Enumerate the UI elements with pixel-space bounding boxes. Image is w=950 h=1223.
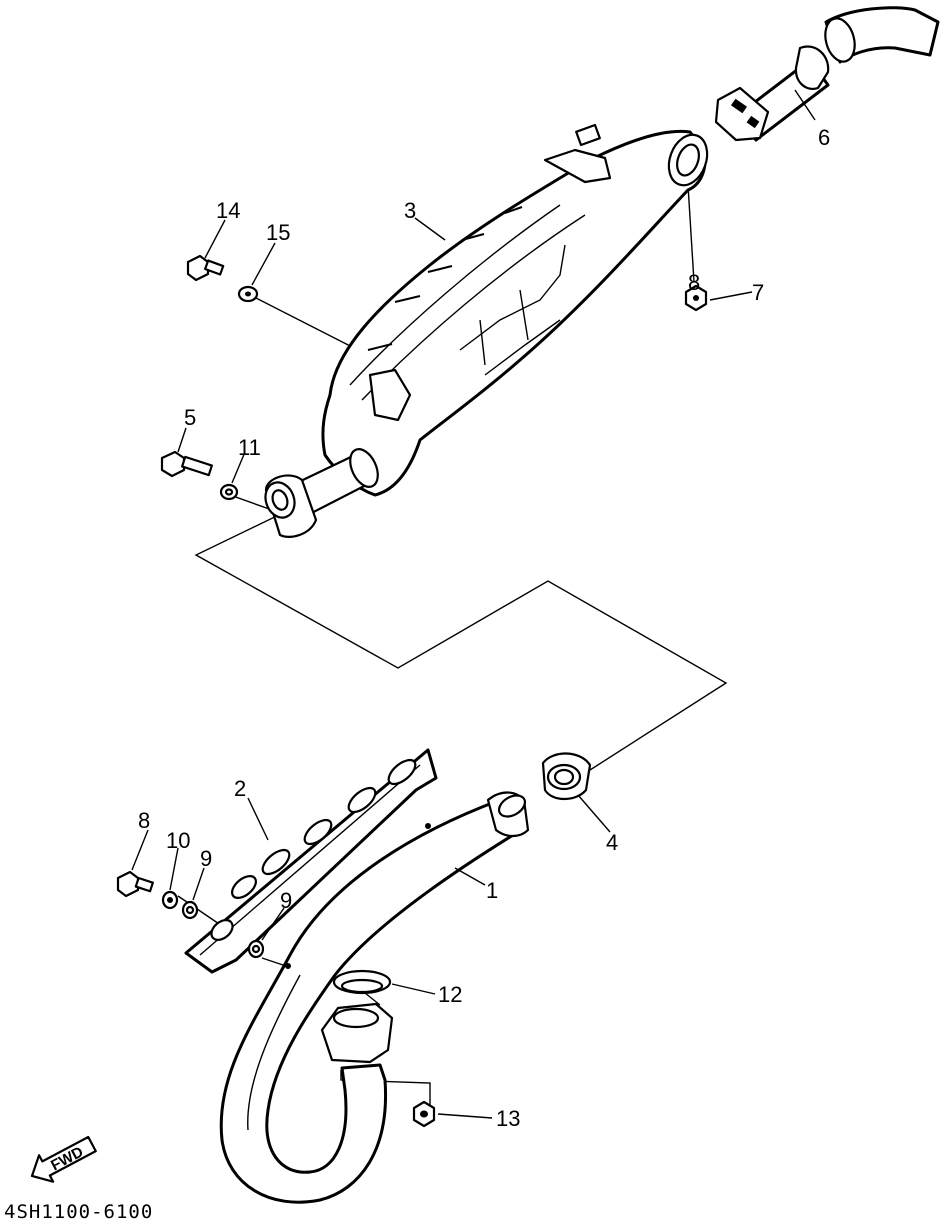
callout-9-lower: 9 [280, 888, 292, 913]
gasket-12 [332, 969, 392, 995]
heat-protector [184, 748, 438, 974]
callout-1: 1 [486, 878, 498, 903]
callout-5: 5 [184, 405, 196, 430]
callout-14: 14 [216, 198, 240, 223]
part-number: 4SH1100-6100 [4, 1201, 153, 1223]
muffler [264, 123, 709, 538]
washer-15 [237, 285, 259, 303]
bolt-5 [160, 450, 213, 478]
fwd-arrow-icon [30, 1135, 97, 1183]
callout-15: 15 [266, 220, 290, 245]
bolt-14 [186, 254, 225, 282]
washer-10 [161, 890, 179, 910]
washer-9b [247, 939, 265, 959]
tail-pipe [714, 6, 940, 142]
callout-8-lower: 8 [138, 808, 150, 833]
callout-11: 11 [238, 435, 261, 460]
nut-13 [412, 1100, 436, 1128]
callout-6: 6 [818, 125, 830, 150]
callout-labels: 1 2 3 4 5 6 7 8 8 9 9 10 11 12 13 14 15 [138, 125, 830, 1131]
callout-7: 7 [752, 280, 764, 305]
callout-8-upper: 8 [688, 270, 700, 295]
callout-12: 12 [438, 982, 462, 1007]
washer-9a [181, 900, 199, 920]
callout-9-upper: 9 [200, 846, 212, 871]
exhaust-flange [320, 1002, 394, 1064]
fwd-arrow: FWD [30, 1135, 97, 1183]
nut-7 [684, 284, 708, 312]
callout-4: 4 [606, 830, 618, 855]
washer-11 [219, 483, 239, 501]
callout-10: 10 [166, 828, 190, 853]
bolt-8 [116, 870, 154, 898]
exhaust-pipe [219, 791, 530, 1204]
callout-3: 3 [404, 198, 416, 223]
leader-lines [131, 89, 816, 1119]
gasket-4 [541, 752, 592, 801]
callout-2: 2 [234, 776, 246, 801]
callout-13: 13 [496, 1106, 520, 1131]
